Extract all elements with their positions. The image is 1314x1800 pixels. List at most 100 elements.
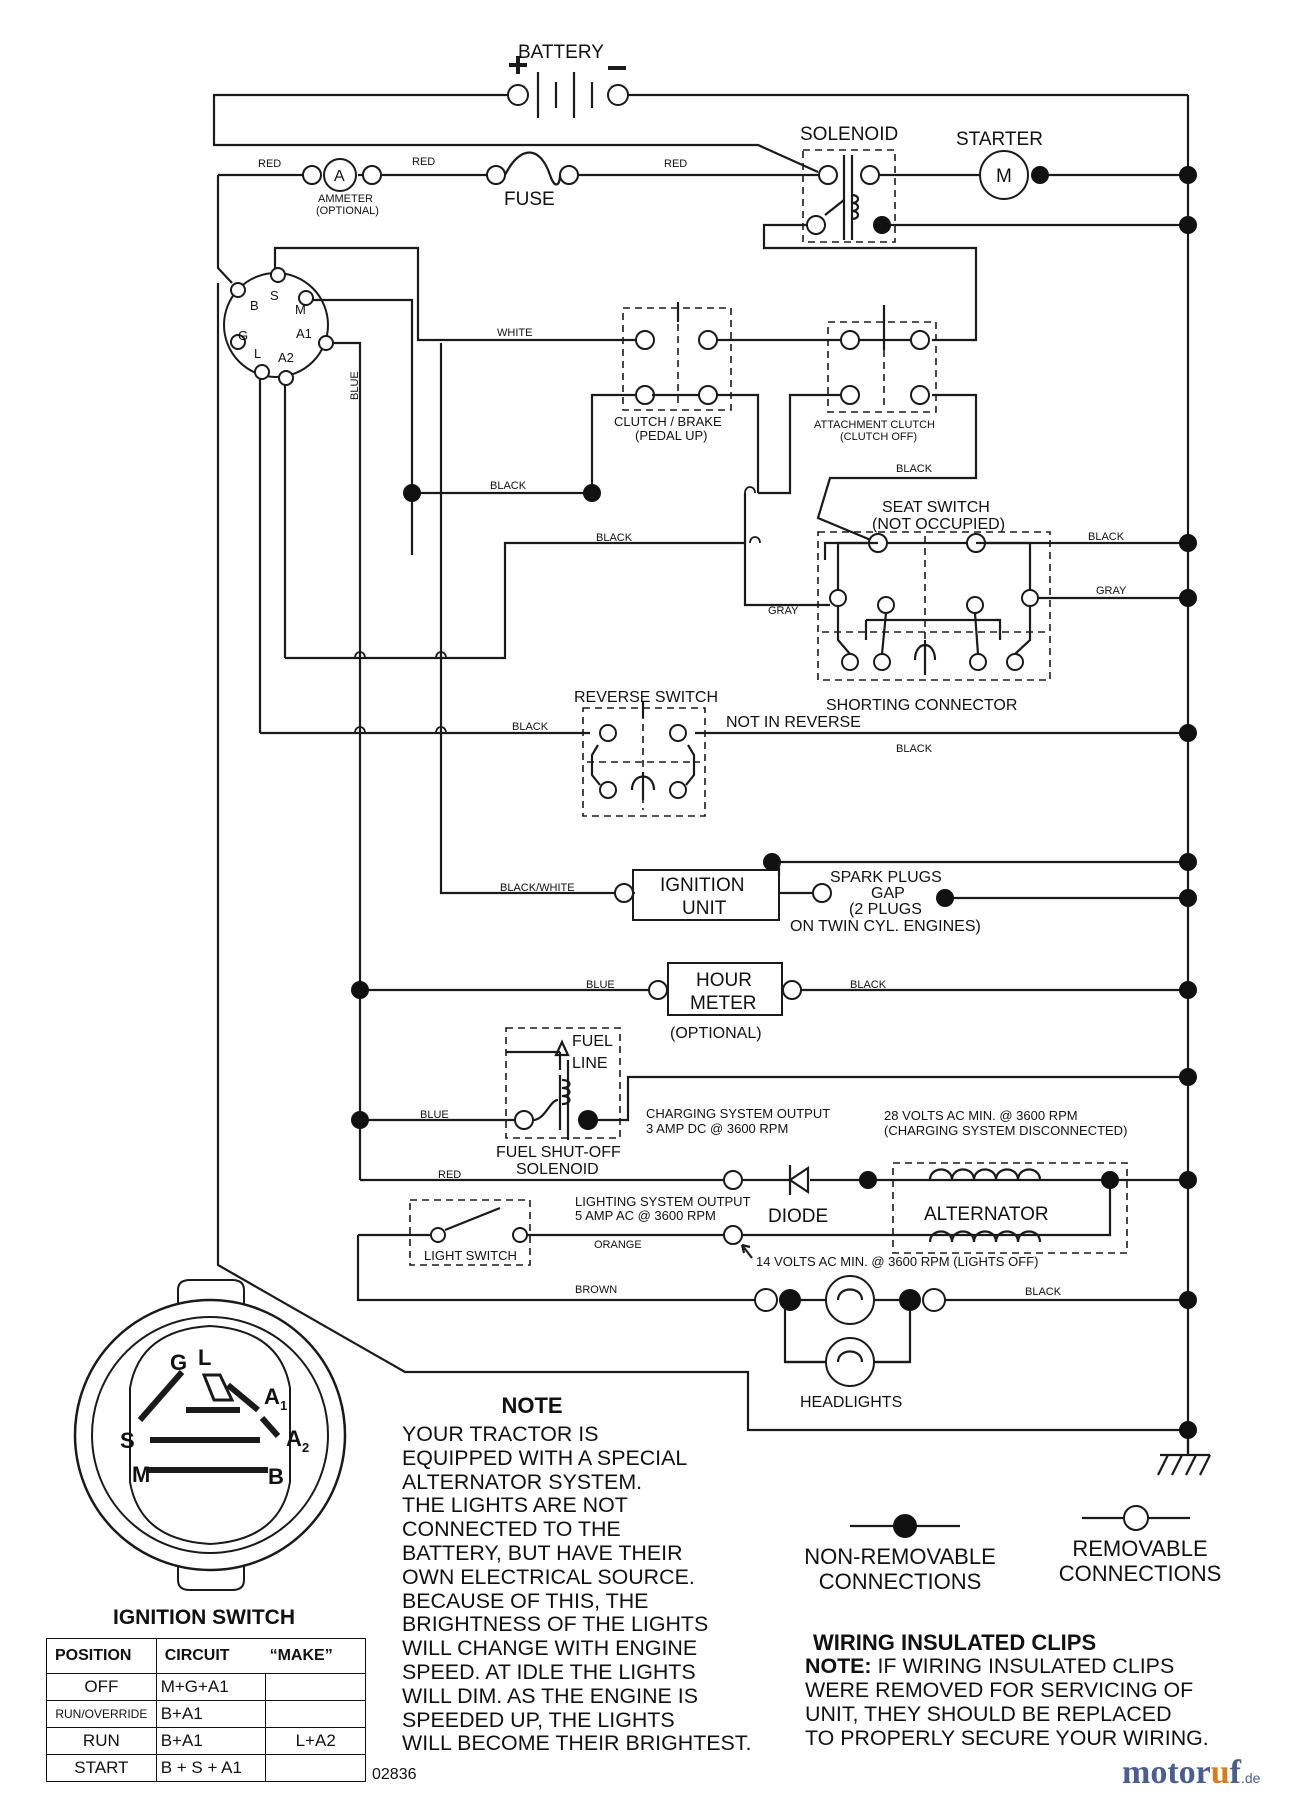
ammeter-symbol: A [334,168,345,185]
battery-label: BATTERY [518,42,604,63]
wire-label-blue-vertical: BLUE [349,371,361,400]
wire-label-gray-2: GRAY [1096,585,1127,597]
row-position: RUN/OVERRIDE [46,1700,157,1728]
ammeter-optional: (OPTIONAL) [316,205,379,217]
table-row: RUN/OVERRIDE B+A1 [46,1700,366,1728]
shorting-connector-label: SHORTING CONNECTOR [826,697,1017,714]
watermark-o: u [1210,1754,1230,1791]
junction-dots [351,166,1197,1439]
reverse-switch-label: REVERSE SWITCH [574,689,718,706]
starter-motor: M STARTER [956,129,1049,200]
battery-symbol: BATTERY [507,42,629,118]
spark-plugs-label-2: GAP [871,885,905,902]
terminal-a2: A2 [278,350,294,365]
row-circuit: B+A1 [155,1727,267,1755]
fuel-shutoff-solenoid: FUEL LINE FUEL SHUT-OFF SOLENOID [496,1027,621,1178]
fuel-line-label-1: FUEL [572,1033,613,1050]
ign-face-a1: A [264,1384,280,1409]
ignition-unit-label-2: UNIT [682,898,727,919]
row-position: RUN [46,1727,157,1755]
spark-plugs-label-4: ON TWIN CYL. ENGINES) [790,918,981,935]
fuel-line-label-2: LINE [572,1055,608,1072]
attachment-clutch-label: ATTACHMENT CLUTCH [814,419,935,431]
wire-label-black-6: BLACK [896,743,933,755]
row-circuit: M+G+A1 [155,1673,267,1701]
clutch-brake-state: (PEDAL UP) [635,428,707,443]
wire-label-gray-1: GRAY [768,605,799,617]
hour-meter-label-1: HOUR [696,970,752,991]
wire-label-red-3: RED [664,158,687,170]
row-circuit: B + S + A1 [155,1754,267,1782]
charging-output-label-1: CHARGING SYSTEM OUTPUT [646,1106,830,1121]
volts28-label-1: 28 VOLTS AC MIN. @ 3600 RPM [884,1108,1078,1123]
ign-face-a2: A [286,1426,302,1451]
solenoid-label: SOLENOID [800,124,898,145]
note-title: NOTE [501,1393,563,1418]
clips-title: WIRING INSULATED CLIPS [813,1630,1097,1655]
ignition-unit-label-1: IGNITION [660,875,744,896]
wire-label-red-2: RED [412,156,435,168]
ammeter: A AMMETER (OPTIONAL) RED RED RED [258,156,687,217]
terminal-l: L [254,346,261,361]
solenoid: SOLENOID [800,124,898,243]
ignition-switch-title: IGNITION SWITCH [113,1606,295,1629]
ignition-unit: IGNITION UNIT SPARK PLUGS GAP (2 PLUGS O… [614,853,981,935]
wire-crossovers [354,486,761,734]
starter-symbol: M [996,166,1012,187]
wire-label-black-5: BLACK [512,721,549,733]
clutch-brake-label: CLUTCH / BRAKE [614,414,722,429]
header-circuit: CIRCUIT [164,1647,230,1664]
terminal-m: M [295,302,306,317]
wire-label-black-8: BLACK [1025,1286,1062,1298]
ign-face-g: G [170,1350,187,1375]
light-switch-label: LIGHT SWITCH [424,1248,517,1263]
wire-label-blue-2: BLUE [420,1109,449,1121]
attachment-clutch-switch: ATTACHMENT CLUTCH (CLUTCH OFF) [814,305,937,443]
wire-label-black-4: BLACK [1088,531,1125,543]
wires [212,93,1211,1476]
fuel-solenoid-label-1: FUEL SHUT-OFF [496,1144,621,1161]
wire-label-blue-1: BLUE [586,979,615,991]
wire-label-white: WHITE [497,327,532,339]
legend-non-removable: NON-REMOVABLE CONNECTIONS [804,1544,996,1594]
clutch-brake-switch: CLUTCH / BRAKE (PEDAL UP) [614,302,732,443]
row-circuit-2 [265,1700,366,1728]
wire-label-red-1: RED [258,158,281,170]
fuse-label: FUSE [504,189,555,210]
hour-meter: HOUR METER (OPTIONAL) [648,962,802,1042]
note-body: YOUR TRACTOR IS EQUIPPED WITH A SPECIAL … [402,1422,752,1756]
starter-label: STARTER [956,129,1043,150]
header-position: POSITION [46,1638,157,1674]
headlights-label: HEADLIGHTS [800,1394,902,1411]
lighting-output-label-1: LIGHTING SYSTEM OUTPUT [575,1194,751,1209]
attachment-clutch-state: (CLUTCH OFF) [840,431,917,443]
clips-note-text: IF WIRING INSULATED CLIPS WERE REMOVED F… [805,1654,1209,1750]
seat-switch-label: SEAT SWITCH [882,499,990,516]
watermark-pre: motor [1122,1754,1211,1791]
header-circuit-make: CIRCUIT“MAKE” [155,1638,367,1674]
wire-label-brown: BROWN [575,1284,617,1296]
spark-plugs-label-3: (2 PLUGS [849,901,922,918]
row-circuit: B+A1 [155,1700,267,1728]
ammeter-label: AMMETER [318,193,373,205]
light-switch: LIGHT SWITCH [409,1199,531,1266]
row-circuit-2 [265,1754,366,1782]
ign-face-m: M [132,1462,150,1487]
fuel-solenoid-label-2: SOLENOID [516,1161,599,1178]
charging-system: CHARGING SYSTEM OUTPUT 3 AMP DC @ 3600 R… [575,1106,1128,1269]
ign-face-b: B [268,1464,284,1489]
headlights: HEADLIGHTS [754,1275,946,1411]
hour-meter-label-2: METER [690,993,757,1014]
terminal-s: S [270,288,279,303]
document-code: 02836 [372,1766,417,1783]
terminal-b: B [250,298,259,313]
ign-face-a1-sub: 1 [280,1398,287,1413]
table-header-row: POSITION CIRCUIT“MAKE” [46,1638,367,1674]
terminal-g: G [238,328,248,343]
row-position: OFF [46,1673,157,1701]
ign-face-a2-sub: 2 [302,1440,309,1455]
wire-label-black-2: BLACK [596,532,633,544]
ignition-switch-table: POSITION CIRCUIT“MAKE” OFF M+G+A1 RUN/OV… [46,1638,367,1782]
watermark-tld: .de [1241,1770,1261,1786]
